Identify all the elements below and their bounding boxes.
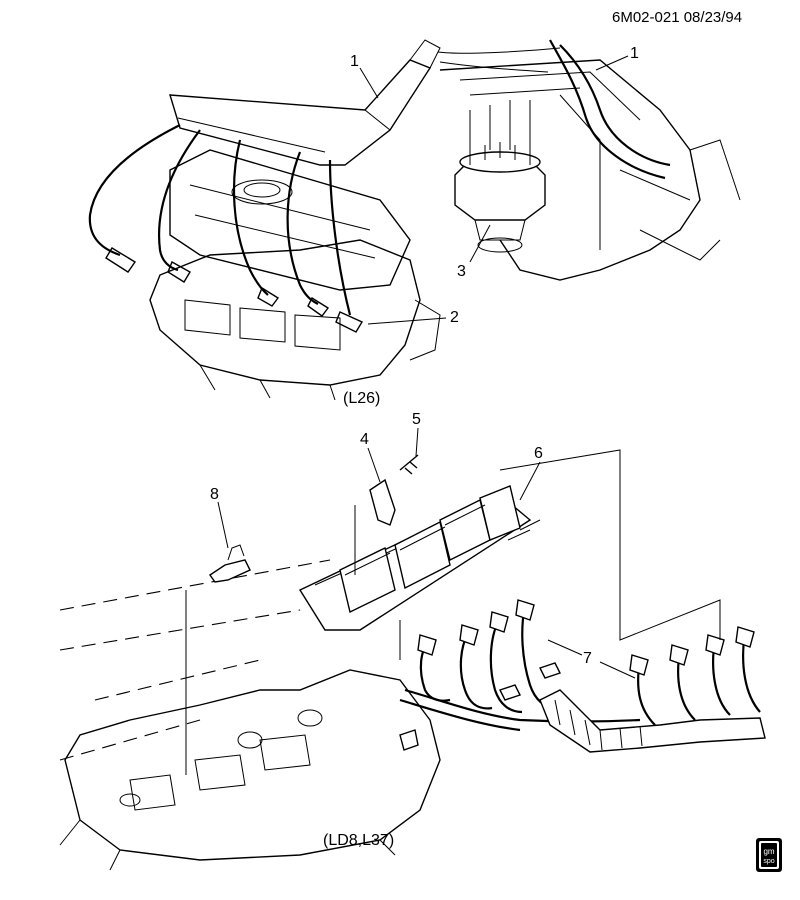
bottom-assembly-ld8-l37: 4 5 6 7 8 [59,411,766,871]
callout-5: 5 [412,411,421,428]
logo-spo: spo [763,858,774,865]
spark-plug [185,544,251,775]
callout-3: 3 [457,263,466,280]
callout-2: 2 [450,309,459,326]
wire-loom-bracket [169,39,441,166]
callout-7: 7 [583,650,592,667]
ignition-module [298,454,541,631]
caption-l26: (L26) [343,390,380,407]
engine-block-top [149,149,441,401]
spark-plug-wires-top [88,124,364,333]
caption-ld8-l37: (LD8,L37) [323,832,394,849]
logo-gm: gm [763,847,774,856]
callout-1-right: 1 [630,45,639,62]
callout-8: 8 [210,486,219,503]
engine-block-bottom [59,559,441,871]
distributor-area [437,39,741,281]
gm-spo-logo: gm spo [756,838,782,872]
leaders-bottom [217,427,721,679]
spark-plug-wire-set [399,599,766,753]
callout-6: 6 [534,445,543,462]
top-assembly-l26: 1 1 2 3 [88,39,741,401]
leaders-top [359,55,629,325]
callout-4: 4 [360,431,369,448]
diagram-code: 6M02-021 08/23/94 [612,9,742,26]
callout-1-left: 1 [350,53,359,70]
